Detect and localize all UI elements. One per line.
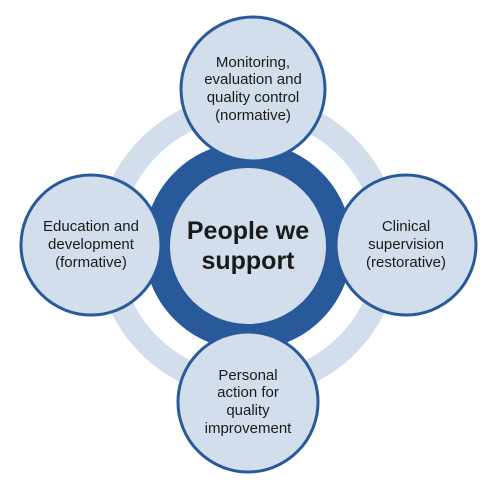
node-circle-bottom xyxy=(176,330,320,474)
node-circle-right xyxy=(334,173,478,317)
center-label: People we support xyxy=(186,216,310,276)
node-label-top: Monitoring, evaluation and quality contr… xyxy=(204,53,302,124)
node-label-bottom: Personal action for quality improvement xyxy=(204,366,292,437)
node-label-right: Clinical supervision (restorative) xyxy=(365,218,447,271)
node-circle-left xyxy=(19,173,163,317)
node-circle-top xyxy=(179,15,327,163)
node-label-left: Education and development (formative) xyxy=(43,218,139,271)
